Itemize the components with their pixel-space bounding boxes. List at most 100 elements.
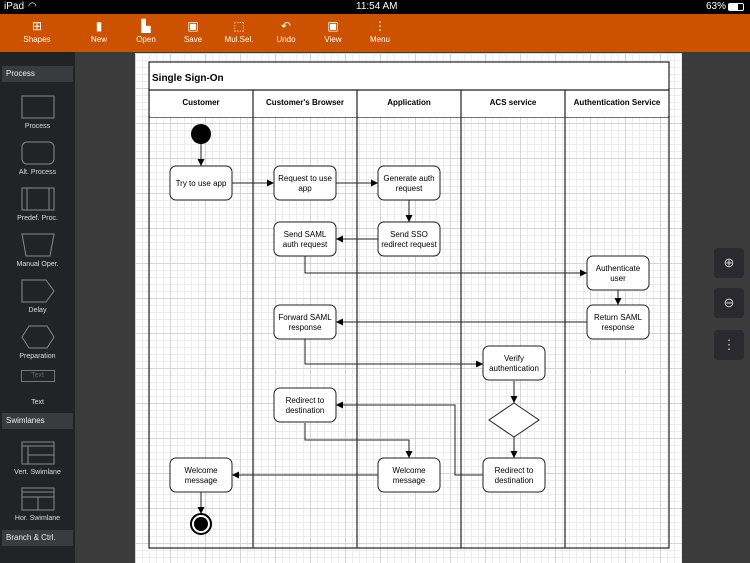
view-icon: ▣ — [327, 19, 339, 33]
menu-button[interactable]: ⋮Menu — [355, 17, 405, 44]
text-shape-icon: Text — [20, 370, 55, 382]
more-options-button[interactable]: ⋮ — [714, 330, 744, 360]
multi-select-button[interactable]: ⬚Mul.Sel. — [214, 17, 264, 44]
pool-frame — [148, 61, 670, 549]
section-process[interactable]: Process — [2, 66, 73, 82]
shape-manual-operation[interactable]: Manual Oper. — [0, 232, 75, 268]
node-label: redirect request — [381, 240, 437, 249]
shape-vertical-swimlane[interactable]: Vert. Swimlane — [0, 440, 75, 476]
node-box — [273, 387, 337, 423]
view-button[interactable]: ▣View — [308, 17, 358, 44]
delay-shape-icon — [21, 279, 55, 303]
shape-delay[interactable]: Delay — [0, 278, 75, 314]
node-label: message — [185, 476, 218, 485]
folder-open-icon: ▙ — [141, 19, 151, 33]
zoom-out-icon: ⊖ — [723, 295, 735, 310]
node-label: Return SAML — [594, 313, 643, 322]
new-button[interactable]: ▮New — [74, 17, 124, 44]
shapes-button[interactable]: ⊞Shapes — [12, 17, 62, 44]
shape-preparation[interactable]: Preparation — [0, 324, 75, 360]
lane-header-acs[interactable]: ACS service — [490, 98, 537, 107]
node-box — [273, 221, 337, 257]
node-box — [273, 165, 337, 201]
node-label: Authenticate — [596, 264, 641, 273]
node-box — [482, 457, 546, 493]
node-box — [169, 457, 233, 493]
node-label: authentication — [489, 364, 539, 373]
node-label: destination — [286, 406, 325, 415]
zoom-in-button[interactable]: ⊕ — [714, 248, 744, 278]
node-label: response — [289, 323, 322, 332]
node-box — [586, 304, 650, 340]
start-node[interactable] — [191, 124, 211, 144]
device-name: iPad — [4, 1, 25, 12]
node-label: Redirect to — [286, 396, 325, 405]
node-label: auth request — [283, 240, 328, 249]
node-label: Welcome — [392, 466, 426, 475]
node-label: user — [610, 274, 626, 283]
save-icon: ▣ — [187, 19, 199, 33]
zoom-out-button[interactable]: ⊖ — [714, 288, 744, 318]
lane-header-auth-service[interactable]: Authentication Service — [574, 98, 661, 107]
lane-header-browser[interactable]: Customer's Browser — [266, 98, 344, 107]
node-label: Welcome — [184, 466, 218, 475]
node-box — [377, 165, 441, 201]
shape-horizontal-swimlane[interactable]: Hor. Swimlane — [0, 486, 75, 522]
node-label: Forward SAML — [278, 313, 332, 322]
node-label: Send SSO — [390, 230, 428, 239]
toolbar: ⊞Shapes ▮New ▙Open ▣Save ⬚Mul.Sel. ↶Undo… — [0, 14, 750, 52]
lane-header-application[interactable]: Application — [387, 98, 431, 107]
shape-process[interactable]: Process — [0, 94, 75, 130]
decision-diamond[interactable] — [488, 402, 540, 438]
horizontal-swimlane-icon — [21, 487, 54, 511]
node-label: message — [393, 476, 426, 485]
node-label: request — [396, 184, 423, 193]
save-button[interactable]: ▣Save — [168, 17, 218, 44]
node-box — [586, 255, 650, 291]
node-label: app — [298, 184, 312, 193]
multi-select-icon: ⬚ — [233, 19, 245, 33]
node-label: Verify — [504, 354, 524, 363]
section-branch-control[interactable]: Branch & Ctrl. — [2, 530, 73, 546]
wifi-icon: ◠ — [28, 1, 37, 12]
node-try[interactable]: Try to use app — [169, 165, 233, 201]
node-label: response — [602, 323, 635, 332]
lane-header-customer[interactable]: Customer — [182, 98, 219, 107]
process-shape-icon — [21, 95, 54, 119]
undo-icon: ↶ — [280, 19, 292, 33]
shape-alt-process[interactable]: Alt. Process — [0, 140, 75, 176]
battery-level: 63% — [706, 1, 727, 12]
node-box — [273, 304, 337, 340]
more-vertical-icon: ⋮ — [374, 19, 386, 33]
shapes-sidebar: Process Process Alt. Process Predef. Pro… — [0, 52, 75, 563]
file-icon: ▮ — [95, 19, 103, 33]
shape-predefined-process[interactable]: Predef. Proc. — [0, 186, 75, 222]
open-button[interactable]: ▙Open — [121, 17, 171, 44]
zoom-in-icon: ⊕ — [723, 255, 735, 270]
node-label: Try to use app — [176, 179, 227, 188]
node-box — [377, 221, 441, 257]
more-vertical-icon: ⋮ — [722, 337, 736, 352]
undo-button[interactable]: ↶Undo — [261, 17, 311, 44]
manual-operation-shape-icon — [20, 233, 55, 257]
node-label: Request to use — [278, 174, 332, 183]
node-label: Generate auth — [383, 174, 434, 183]
node-label: destination — [495, 476, 534, 485]
section-swimlanes[interactable]: Swimlanes — [2, 413, 73, 429]
diagram-title[interactable]: Single Sign-On — [152, 73, 224, 84]
node-label: Send SAML — [284, 230, 327, 239]
